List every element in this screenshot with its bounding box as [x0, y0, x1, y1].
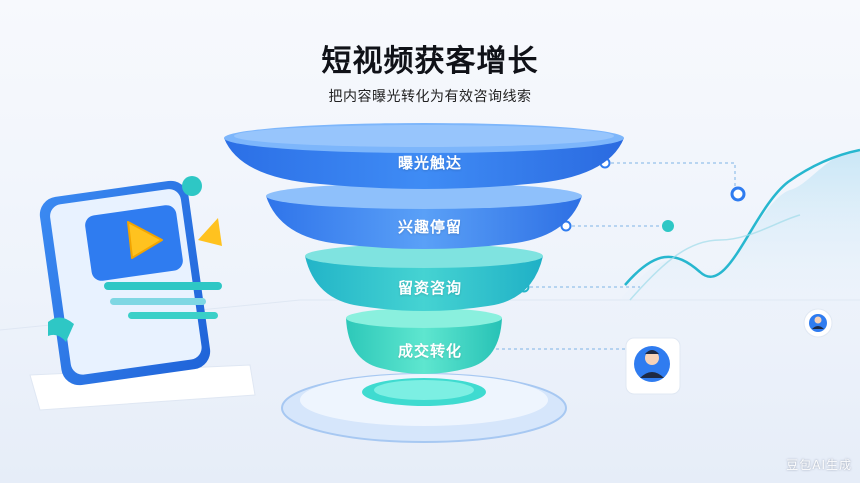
teal-dot-decor [182, 176, 202, 196]
funnel-tier-4-shape [346, 308, 502, 374]
funnel-base [281, 373, 567, 443]
funnel-tier-3-shape [305, 244, 543, 311]
funnel-tier-3-label: 留资咨询 [397, 279, 462, 297]
funnel-tier-2-label: 兴趣停留 [397, 218, 462, 236]
funnel-tier-1-shape [224, 123, 624, 189]
watermark: 豆包AI生成 [786, 458, 852, 472]
funnel-tier-2-shape [266, 183, 582, 249]
connector-lines [484, 162, 736, 350]
play-icon [127, 221, 163, 259]
phone-icon [29, 180, 256, 411]
page-title: 短视频获客增长 [321, 44, 539, 79]
user-avatar-small-icon [803, 308, 833, 338]
teal-arc-decor [48, 317, 74, 342]
triangle-decor-icon [198, 218, 222, 246]
page-subtitle: 把内容曝光转化为有效咨询线索 [328, 89, 532, 105]
funnel-tier-4-label: 成交转化 [397, 342, 462, 360]
user-avatar-icon [625, 337, 681, 395]
funnel-tier-1-label: 曝光触达 [397, 154, 462, 172]
trend-line-icon [620, 148, 860, 330]
